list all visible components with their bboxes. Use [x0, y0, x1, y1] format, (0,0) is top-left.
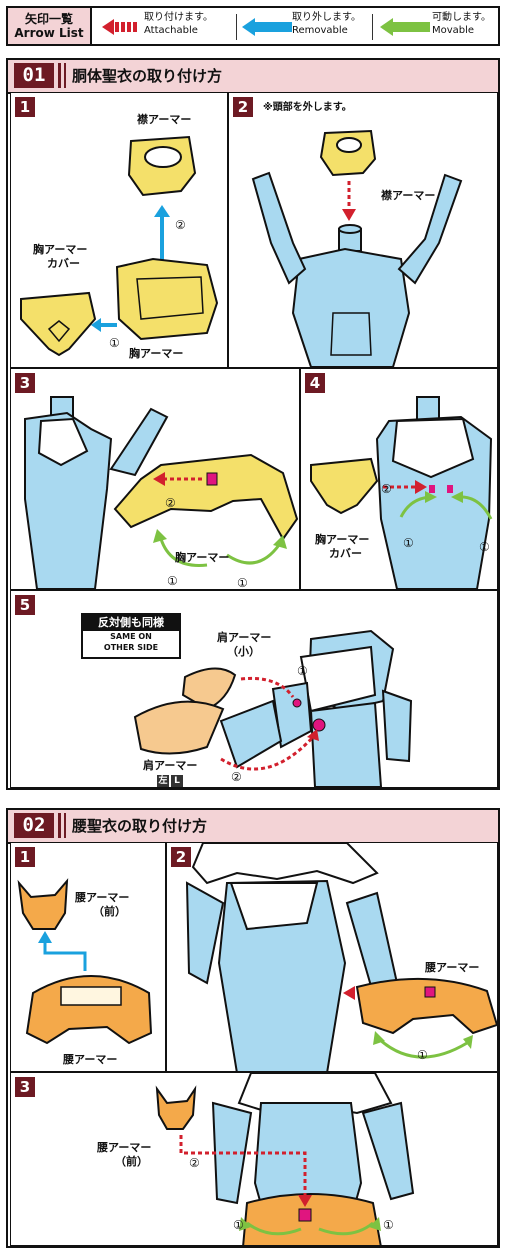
blue-arrow-icon [242, 18, 292, 36]
section-header: 01 胴体聖衣の取り付け方 [8, 60, 498, 94]
legend-title-jp: 矢印一覧 [24, 12, 73, 26]
step-order-1: ① [237, 576, 248, 590]
step-badge: 5 [15, 595, 35, 615]
step-2-panel: 2 腰アーマー ① [166, 842, 498, 1072]
step-order-1: ① [167, 574, 178, 588]
label-waist-front-2: （前） [93, 905, 126, 918]
body-collar-illustration [251, 129, 463, 367]
collar-chest-illustration [20, 135, 219, 357]
step-badge: 2 [233, 97, 253, 117]
step-order-1: ① [109, 336, 120, 350]
label-waist-front: 腰アーマー [75, 891, 130, 904]
shoulder-armor-illustration [133, 629, 413, 787]
step-badge: 3 [15, 1077, 35, 1097]
label-collar-armor: 襟アーマー [381, 189, 436, 202]
same-other-side-box: 反対側も同様 SAME ON OTHER SIDE [81, 613, 181, 659]
section-waist-cloth: 02 腰聖衣の取り付け方 1 腰アーマー （前） 腰アーマー 2 [6, 808, 500, 1248]
legend-divider [236, 14, 237, 40]
left-badge-jp: 左 [157, 775, 169, 787]
step-badge: 1 [15, 97, 35, 117]
label-waist-armor: 腰アーマー [63, 1053, 118, 1066]
waist-front-illustration [155, 1073, 415, 1245]
step-order-2: ② [189, 1156, 200, 1170]
step-1-panel: 1 襟アーマー ② 胸アーマー カバー ① 胸アーマー [10, 92, 228, 368]
note-remove-head: ※頭部を外します。 [263, 102, 352, 113]
legend-item-removable: 取り外します。 Removable [292, 12, 361, 36]
label-chest-armor: 胸アーマー [175, 551, 230, 564]
label-chest-cover: 胸アーマー [315, 533, 370, 546]
chest-cover-illustration [310, 396, 493, 589]
green-arrow-icon [380, 18, 430, 36]
label-chest-cover: 胸アーマー [33, 243, 88, 256]
step-order-1: ① [479, 540, 490, 554]
label-waist-front-2: （前） [115, 1155, 148, 1168]
step-4-panel: 4 ② 胸アーマー カバー ① ① [300, 368, 498, 590]
step-order-2: ② [165, 496, 176, 510]
legend-title-en: Arrow List [14, 26, 84, 40]
legend-item-attachable: 取り付けます。 Attachable [144, 12, 213, 36]
label-waist-armor: 腰アーマー [425, 961, 480, 974]
step-order-1: ① [417, 1048, 428, 1062]
section-number: 01 [14, 63, 54, 88]
step-5-panel: 5 反対側も同様 SAME ON OTHER SIDE 肩アーマー （小） [10, 590, 498, 788]
label-collar-armor: 襟アーマー [137, 113, 192, 126]
legend-item-movable: 可動します。 Movable [432, 12, 491, 36]
label-waist-front: 腰アーマー [97, 1141, 152, 1154]
section-header: 02 腰聖衣の取り付け方 [8, 810, 498, 844]
step-order-2: ② [231, 770, 242, 784]
waist-attach-illustration [185, 843, 497, 1071]
step-badge: 4 [305, 373, 325, 393]
step-1-panel: 1 腰アーマー （前） 腰アーマー [10, 842, 166, 1072]
waist-armor-illustration [17, 878, 153, 1045]
step-order-1: ① [383, 1218, 394, 1232]
label-shoulder-armor-small: 肩アーマー [217, 631, 272, 644]
section-number: 02 [14, 813, 54, 838]
section-title: 腰聖衣の取り付け方 [72, 817, 208, 835]
step-2-panel: 2 ※頭部を外します。 襟アーマー [228, 92, 498, 368]
legend-divider [372, 14, 373, 40]
label-shoulder-armor-small-2: （小） [227, 645, 260, 658]
step-badge: 3 [15, 373, 35, 393]
chest-armor-illustration [24, 396, 299, 589]
legend-title: 矢印一覧 Arrow List [8, 8, 92, 44]
step-badge: 1 [15, 847, 35, 867]
arrow-legend: 矢印一覧 Arrow List 取り付けます。 Attachable 取り外しま… [6, 6, 500, 46]
label-chest-armor: 胸アーマー [129, 347, 184, 360]
left-badge-en: L [171, 775, 183, 787]
red-dashed-arrow-icon [102, 19, 137, 35]
label-chest-cover-2: カバー [329, 547, 362, 560]
step-badge: 2 [171, 847, 191, 867]
label-chest-cover-2: カバー [47, 257, 80, 270]
step-order-2: ② [381, 482, 392, 496]
section-torso-cloth: 01 胴体聖衣の取り付け方 1 襟アーマー ② 胸アーマー カバー ① [6, 58, 500, 790]
step-3-panel: 3 ② 胸アーマー ① ① [10, 368, 300, 590]
step-order-2: ② [175, 218, 186, 232]
step-order-1: ① [297, 664, 308, 678]
step-order-1: ① [233, 1218, 244, 1232]
label-shoulder-armor: 肩アーマー [143, 759, 198, 772]
section-title: 胴体聖衣の取り付け方 [72, 67, 223, 85]
step-order-1: ① [403, 536, 414, 550]
step-3-panel: 3 腰アーマー （前） ② ① ① [10, 1072, 498, 1246]
